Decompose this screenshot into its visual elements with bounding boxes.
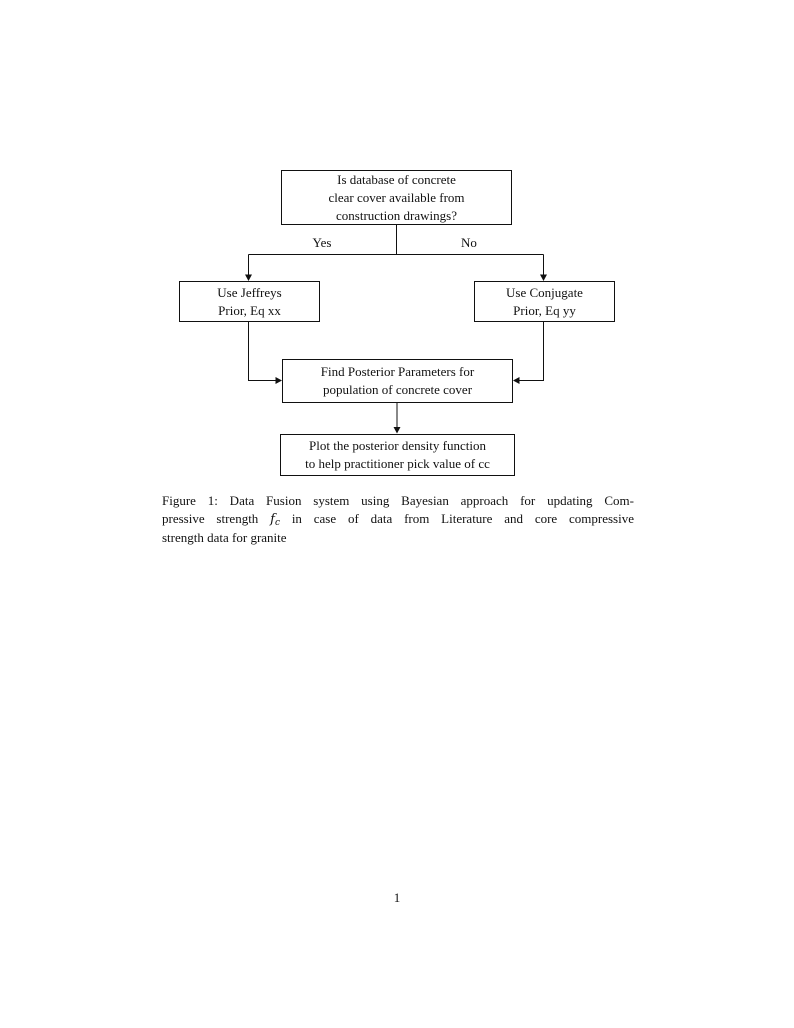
flowchart-box-jeffreys-prior: Use Jeffreys Prior, Eq xx: [179, 281, 320, 322]
box-jeffreys-line-2: Prior, Eq xx: [218, 302, 281, 318]
box-plot-line-2: to help practitioner pick value of cc: [305, 456, 490, 471]
box-conjugate-line-1: Use Conjugate: [506, 284, 583, 300]
page-number: 1: [393, 890, 401, 905]
box-decision-line-2: clear cover available from: [328, 189, 465, 205]
figure-caption: Figure 1: Data Fusion system using Bayes…: [162, 492, 634, 547]
caption-line-3: strength data for granite: [162, 530, 287, 545]
caption-line-1: Figure 1: Data Fusion system using Bayes…: [162, 493, 634, 508]
box-plot-line-1: Plot the posterior density function: [309, 438, 486, 453]
arrowhead-jeffreys-posterior: [275, 377, 282, 384]
box-decision-line-1: Is database of concrete: [337, 171, 456, 187]
flowchart-box-conjugate-prior: Use Conjugate Prior, Eq yy: [474, 281, 615, 322]
edge-conjugate-posterior: [518, 322, 544, 381]
flowchart-box-posterior-parameters: Find Posterior Parameters for population…: [282, 359, 513, 403]
arrowhead-conjugate-posterior: [513, 377, 520, 384]
box-decision-line-3: construction drawings?: [336, 207, 457, 223]
math-subscript-c: c: [274, 518, 280, 528]
edge-label-yes: Yes: [312, 235, 332, 250]
box-jeffreys-line-1: Use Jeffreys: [217, 284, 282, 300]
caption-line-2: pressive strength fc in case of data fro…: [162, 510, 634, 529]
box-posterior-line-1: Find Posterior Parameters for: [320, 364, 475, 379]
edge-label-no: No: [461, 235, 477, 250]
flowchart-box-plot-density: Plot the posterior density function to h…: [280, 434, 515, 476]
arrowhead-yes: [245, 274, 252, 281]
edge-jeffreys-posterior: [248, 322, 277, 381]
caption-line-2-post: in case of data from Literature and core…: [280, 511, 634, 526]
arrowhead-no: [540, 274, 547, 281]
math-symbol-fc: f: [270, 512, 275, 527]
box-conjugate-line-2: Prior, Eq yy: [513, 302, 576, 318]
flowchart-box-decision: Is database of concrete clear cover avai…: [281, 170, 512, 225]
box-posterior-line-2: population of concrete cover: [322, 382, 473, 397]
arrowhead-posterior-plot: [393, 427, 401, 434]
caption-line-2-pre: pressive strength: [162, 511, 271, 526]
